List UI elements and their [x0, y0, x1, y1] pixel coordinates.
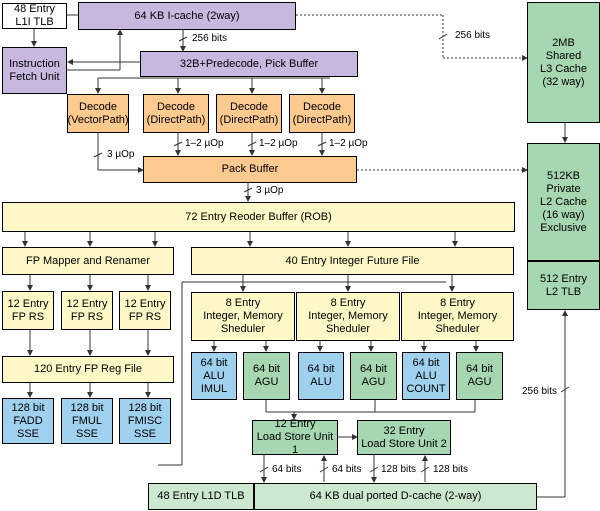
label-128-bits-2: 128 bits — [433, 464, 469, 475]
alu-2: 64 bit ALU — [298, 352, 344, 400]
label-256-bits-l2: 256 bits — [522, 386, 558, 397]
label-256-bits-l3: 256 bits — [455, 30, 491, 41]
decode-directpath-3: Decode (DirectPath) — [289, 94, 355, 133]
scheduler-1: 8 Entry Integer, Memory Sheduler — [191, 292, 295, 341]
label-1-2-uop-1: 1–2 µOp — [185, 138, 224, 149]
integer-future-file: 40 Entry Integer Future File — [191, 247, 514, 275]
fp-mapper-renamer: FP Mapper and Renamer — [2, 247, 174, 275]
agu-2: 64 bit AGU — [350, 352, 397, 400]
reorder-buffer: 72 Entry Reoder Buffer (ROB) — [2, 202, 515, 232]
instruction-fetch-unit: Instruction Fetch Unit — [2, 47, 67, 94]
l3-cache: 2MB Shared L3 Cache (32 way) — [527, 2, 600, 123]
agu-3: 64 bit AGU — [456, 352, 503, 400]
dcache: 64 KB dual ported D-cache (2-way) — [254, 483, 537, 510]
fp-rs-2: 12 Entry FP RS — [61, 291, 113, 330]
pack-buffer: Pack Buffer — [143, 156, 357, 183]
fadd-unit: 128 bit FADD SSE — [2, 398, 54, 444]
fp-rs-1: 12 Entry FP RS — [2, 291, 54, 330]
decode-directpath-2: Decode (DirectPath) — [216, 94, 282, 133]
decode-directpath-1: Decode (DirectPath) — [143, 94, 209, 133]
l2-cache: 512KB Private L2 Cache (16 way) Exclusiv… — [527, 143, 600, 261]
load-store-unit-2: 32 Entry Load Store Unit 2 — [357, 420, 451, 455]
alu-imul: 64 bit ALU IMUL — [191, 352, 237, 400]
label-128-bits-1: 128 bits — [381, 464, 417, 475]
label-64-bits-2: 64 bits — [332, 464, 362, 475]
l1i-tlb: 48 Entry L1I TLB — [2, 3, 67, 29]
agu-1: 64 bit AGU — [243, 352, 290, 400]
label-3-uop-pack: 3 µOp — [256, 185, 284, 196]
alu-count: 64 bit ALU COUNT — [402, 352, 450, 400]
fp-rs-3: 12 Entry FP RS — [119, 291, 171, 330]
load-store-unit-1: 12 Entry Load Store Unit 1 — [252, 418, 338, 456]
decode-vectorpath: Decode (VectorPath) — [67, 94, 129, 133]
scheduler-3: 8 Entry Integer, Memory Sheduler — [401, 292, 514, 341]
icache: 64 KB I-cache (2way) — [78, 2, 296, 30]
l1d-tlb: 48 Entry L1D TLB — [148, 483, 254, 510]
label-256-bits-fetch: 256 bits — [192, 33, 228, 44]
l2-tlb: 512 Entry L2 TLB — [527, 261, 600, 310]
label-1-2-uop-2: 1–2 µOp — [259, 138, 298, 149]
fmul-unit: 128 bit FMUL SSE — [61, 398, 113, 444]
scheduler-2: 8 Entry Integer, Memory Sheduler — [296, 292, 400, 341]
predecode-pick-buffer: 32B+Predecode, Pick Buffer — [140, 51, 358, 77]
label-64-bits-1: 64 bits — [272, 464, 302, 475]
label-3-uop-vector: 3 µOp — [107, 149, 135, 160]
fmisc-unit: 128 bit FMISC SSE — [119, 398, 171, 444]
label-1-2-uop-3: 1–2 µOp — [329, 138, 368, 149]
fp-register-file: 120 Entry FP Reg File — [2, 356, 174, 383]
